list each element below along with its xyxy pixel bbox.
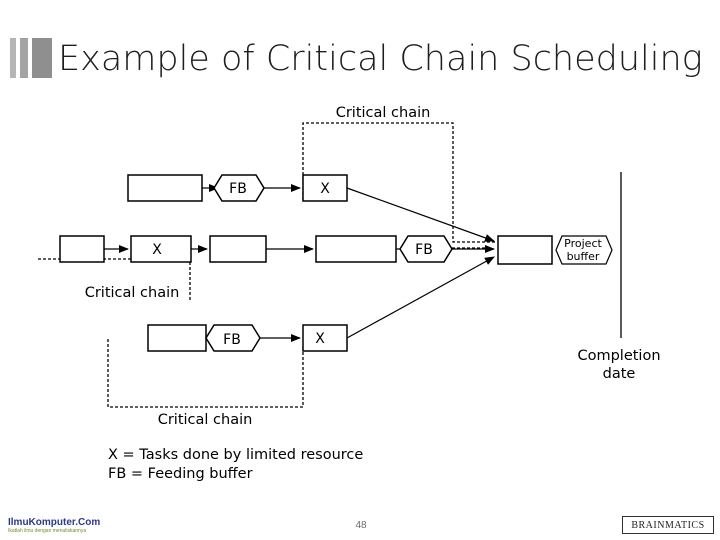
logo-tagline: Ikatlah ilmu dengan menuliskannya	[8, 528, 87, 534]
logo-text: BRAINMATICS	[631, 519, 705, 531]
title-bar	[20, 38, 28, 78]
feeding-buffer-shape	[399, 235, 453, 263]
project-buffer-label-line2: buffer	[567, 250, 600, 263]
completion-date-label-line2: date	[603, 366, 636, 382]
critical-chain-label: Critical chain	[85, 285, 180, 301]
limited-resource-task-box	[302, 324, 348, 352]
legend-item: FB = Feeding buffer	[108, 466, 253, 482]
legend: X = Tasks done by limited resource FB = …	[108, 446, 363, 484]
title-bar	[10, 38, 16, 78]
critical-chain-path-top	[302, 122, 495, 243]
project-buffer-shape	[555, 235, 613, 265]
slide-title: Example of Critical Chain Scheduling	[58, 39, 703, 79]
feeding-buffer-shape	[205, 324, 261, 352]
task-box	[127, 174, 203, 202]
ilmukomputer-logo: IlmuKomputer.Com Ikatlah ilmu dengan men…	[8, 517, 118, 534]
feeding-buffer-shape	[213, 174, 265, 202]
project-buffer-label-line1: Project	[564, 237, 602, 250]
limited-resource-task-label: X	[320, 181, 330, 197]
feeding-buffer-label: FB	[415, 242, 433, 258]
brainmatics-logo: BRAINMATICS	[622, 516, 714, 534]
task-box	[209, 235, 267, 263]
final-task-box	[497, 235, 553, 265]
limited-resource-task-label: X	[152, 242, 162, 258]
critical-chain-label: Critical chain	[336, 105, 431, 121]
limited-resource-task-box	[130, 235, 192, 263]
task-box	[315, 235, 397, 263]
feeding-buffer-label: FB	[223, 332, 241, 348]
completion-date-label-line1: Completion	[577, 348, 660, 364]
limited-resource-task-label: X	[315, 331, 325, 347]
title-bar	[32, 38, 52, 78]
legend-item: X = Tasks done by limited resource	[108, 447, 364, 463]
task-box	[147, 324, 207, 352]
feeding-buffer-label: FB	[229, 181, 247, 197]
critical-chain-path-bottom	[107, 339, 304, 408]
page-number: 48	[355, 520, 367, 531]
logo-name: IlmuKomputer.Com	[8, 517, 101, 528]
converging-arrow	[346, 256, 495, 339]
title-decoration	[10, 38, 54, 78]
task-box	[59, 235, 105, 263]
critical-chain-label: Critical chain	[158, 412, 253, 428]
converging-arrow	[346, 187, 495, 242]
